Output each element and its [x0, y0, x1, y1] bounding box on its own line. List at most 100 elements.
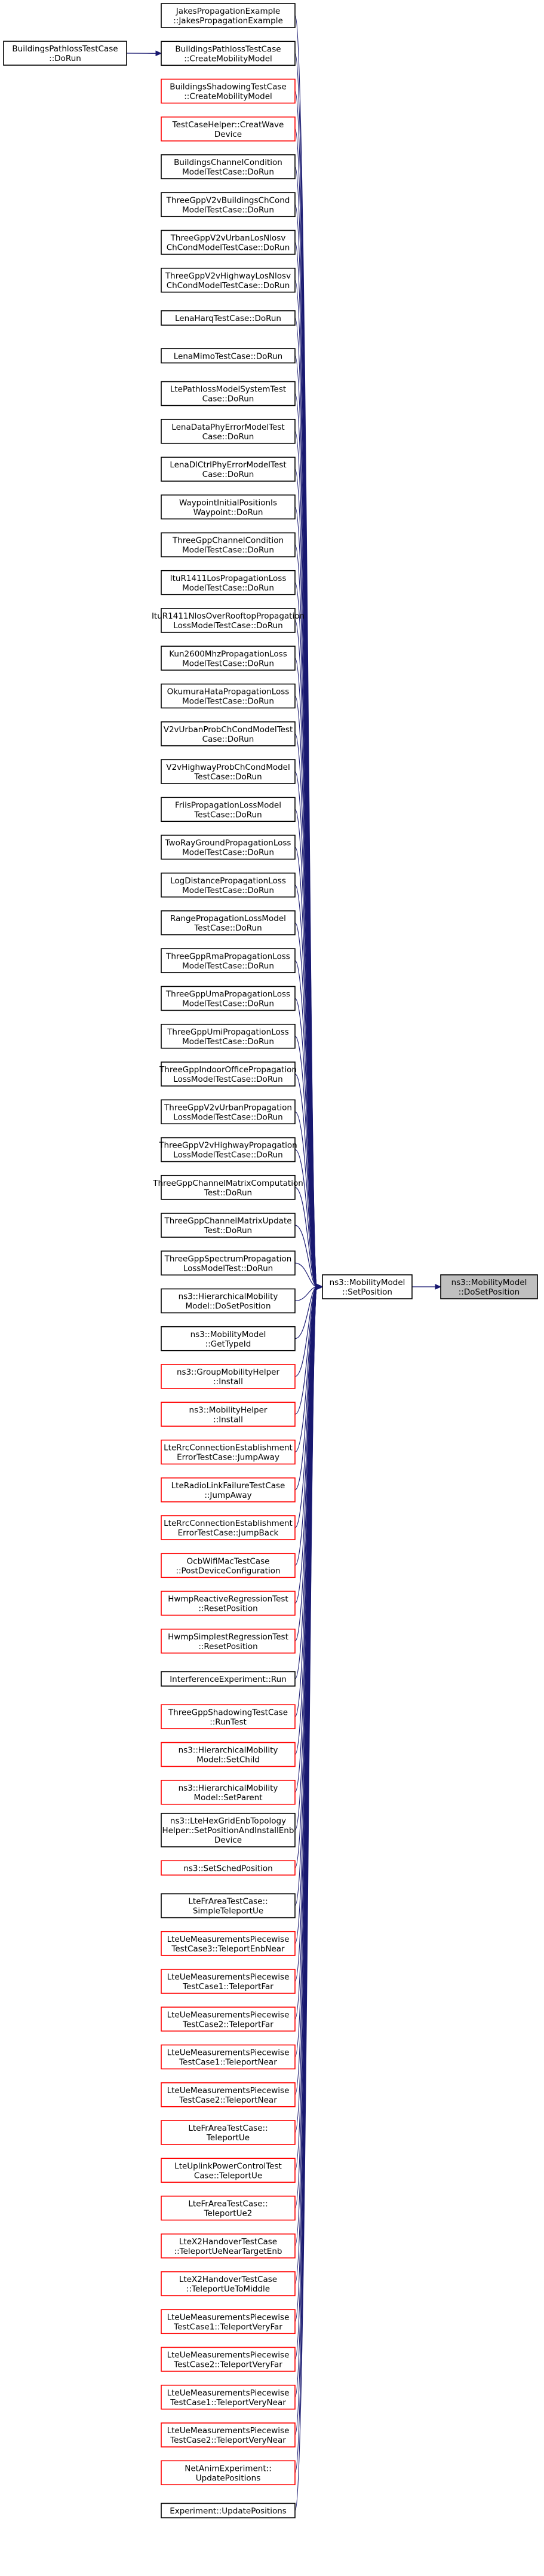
caller-node-threegppv2vhighwaypropagation-lossmodeltestcase-dorun[interactable]: ThreeGppV2vHighwayPropagationLossModelTe… — [158, 1137, 297, 1162]
focus-node-dosetposition[interactable]: ns3::MobilityModel::DoSetPosition — [440, 1274, 538, 1299]
node-box — [161, 797, 296, 822]
caller-node-lteuemeasurementspiecewise-testcase2-teleportnear[interactable]: LteUeMeasurementsPiecewiseTestCase2::Tel… — [161, 2082, 296, 2107]
caller-node-buildingsshadowingtestcase-createmobilitymodel[interactable]: BuildingsShadowingTestCase::CreateMobili… — [161, 78, 296, 104]
node-box — [161, 645, 296, 671]
caller-node-buildingschannelcondition-modeltestcase-dorun[interactable]: BuildingsChannelConditionModelTestCase::… — [161, 154, 296, 179]
node-label: ::JakesPropagationExample — [173, 16, 283, 26]
caller-node-lenamimotestcase-dorun[interactable]: LenaMimoTestCase::DoRun — [161, 348, 296, 364]
node-label: LossModelTestCase::DoRun — [173, 621, 282, 631]
caller-node-lterrcconnectionestablishment-errortestcase-jumpback[interactable]: LteRrcConnectionEstablishmentErrorTestCa… — [161, 1515, 296, 1540]
caller-node-ns3-groupmobilityhelper-install[interactable]: ns3::GroupMobilityHelper::Install — [161, 1364, 296, 1389]
caller-node-threegppv2vbuildingschcond-modeltestcase-dorun[interactable]: ThreeGppV2vBuildingsChCondModelTestCase:… — [161, 192, 296, 218]
caller-node-lteuemeasurementspiecewise-testcase2-teleportfar[interactable]: LteUeMeasurementsPiecewiseTestCase2::Tel… — [161, 2006, 296, 2032]
node-box — [161, 1477, 296, 1503]
caller-node-ltefrareatestcase-teleportue2[interactable]: LteFrAreaTestCase::TeleportUe2 — [161, 2195, 296, 2221]
function-nodes: JakesPropagationExample::JakesPropagatio… — [3, 3, 538, 2519]
caller-node-threegppchannelcondition-modeltestcase-dorun[interactable]: ThreeGppChannelConditionModelTestCase::D… — [161, 532, 296, 558]
node-label: BuildingsChannelCondition — [174, 158, 282, 167]
node-box — [161, 457, 296, 482]
caller-node-threegppv2vhighwaylosnlosv-chcondmodeltestcase-dorun[interactable]: ThreeGppV2vHighwayLosNlosvChCondModelTes… — [161, 267, 296, 293]
node-label: TestCase2::TeleportVeryNear — [170, 2436, 286, 2445]
caller-node-threegppv2vurbanpropagation-lossmodeltestcase-dorun[interactable]: ThreeGppV2vUrbanPropagationLossModelTest… — [161, 1099, 296, 1125]
caller-node-ltex2handovertestcase-teleportuetomiddle[interactable]: LteX2HandoverTestCase::TeleportUeToMiddl… — [161, 2271, 296, 2296]
caller-node-threegppumapropagationloss-modeltestcase-dorun[interactable]: ThreeGppUmaPropagationLossModelTestCase:… — [161, 986, 296, 1011]
node-label: LenaHarqTestCase::DoRun — [175, 314, 281, 323]
caller-node-itur1411lospropagationloss-modeltestcase-dorun[interactable]: ItuR1411LosPropagationLossModelTestCase:… — [161, 570, 296, 595]
caller-node-interferenceexperiment-run[interactable]: InterferenceExperiment::Run — [161, 1671, 296, 1687]
node-label: ::RunTest — [210, 1717, 247, 1727]
caller-node-netanimexperiment-updatepositions[interactable]: NetAnimExperiment::UpdatePositions — [161, 2460, 296, 2486]
caller-node-lteuemeasurementspiecewise-testcase1-teleportnear[interactable]: LteUeMeasurementsPiecewiseTestCase1::Tel… — [161, 2044, 296, 2070]
caller-node-ns3-setschedposition[interactable]: ns3::SetSchedPosition — [161, 1860, 296, 1876]
caller-node-jakespropagationexample-jakespropagationexample[interactable]: JakesPropagationExample::JakesPropagatio… — [161, 3, 296, 28]
caller-node-lteuemeasurementspiecewise-testcase3-teleportenbnear[interactable]: LteUeMeasurementsPiecewiseTestCase3::Tel… — [161, 1931, 296, 1956]
caller-node-ltex2handovertestcase-teleportueneartargetenb[interactable]: LteX2HandoverTestCase::TeleportUeNearTar… — [161, 2233, 296, 2259]
caller-node-hwmpsimplestregressiontest-resetposition[interactable]: HwmpSimplestRegressionTest::ResetPositio… — [161, 1628, 296, 1654]
caller-node-hwmpreactiveregressiontest-resetposition[interactable]: HwmpReactiveRegressionTest::ResetPositio… — [161, 1590, 296, 1616]
caller-node-experiment-updatepositions[interactable]: Experiment::UpdatePositions — [161, 2502, 296, 2519]
caller-node-okumurahatapropagationloss-modeltestcase-dorun[interactable]: OkumuraHataPropagationLossModelTestCase:… — [161, 683, 296, 709]
caller-node-lteuemeasurementspiecewise-testcase1-teleportveryfar[interactable]: LteUeMeasurementsPiecewiseTestCase1::Tel… — [161, 2309, 296, 2335]
node-label: TestCase2::TeleportNear — [179, 2095, 277, 2105]
caller-node-ltefrareatestcase-teleportue[interactable]: LteFrAreaTestCase::TeleportUe — [161, 2120, 296, 2145]
caller-node-threegppv2vurbanlosnlosv-chcondmodeltestcase-dorun[interactable]: ThreeGppV2vUrbanLosNlosvChCondModelTestC… — [161, 230, 296, 255]
node-label: ThreeGppV2vUrbanLosNlosv — [170, 234, 286, 243]
caller-node-ns3-ltehexgridenbtopology-helper-setpositionandinstallenb-device[interactable]: ns3::LteHexGridEnbTopologyHelper::SetPos… — [161, 1813, 296, 1847]
caller-node-lteuemeasurementspiecewise-testcase2-teleportveryfar[interactable]: LteUeMeasurementsPiecewiseTestCase2::Tel… — [161, 2346, 296, 2372]
node-box — [161, 418, 296, 444]
node-label: Experiment::UpdatePositions — [170, 2507, 287, 2516]
caller-node-tworaygroundpropagationloss-modeltestcase-dorun[interactable]: TwoRayGroundPropagationLossModelTestCase… — [161, 834, 296, 860]
node-label: Case::DoRun — [202, 735, 254, 744]
node-label: ThreeGppIndoorOfficePropagation — [159, 1065, 297, 1075]
node-label: ::TeleportUeNearTargetEnb — [174, 2247, 282, 2256]
caller-node-buildingspathlosstestcase-createmobilitymodel[interactable]: BuildingsPathlossTestCase::CreateMobilit… — [161, 41, 296, 66]
node-box — [161, 986, 296, 1011]
caller-node-threegppspectrumpropagation-lossmodeltest-dorun[interactable]: ThreeGppSpectrumPropagationLossModelTest… — [161, 1250, 296, 1276]
caller-node-lenaharqtestcase-dorun[interactable]: LenaHarqTestCase::DoRun — [161, 310, 296, 326]
node-label: LteUeMeasurementsPiecewise — [167, 2048, 290, 2058]
caller-node-ocbwifimactestcase-postdeviceconfiguration[interactable]: OcbWifiMacTestCase::PostDeviceConfigurat… — [161, 1553, 296, 1578]
node-label: ThreeGppChannelCondition — [172, 536, 284, 546]
caller-node-threegppumipropagationloss-modeltestcase-dorun[interactable]: ThreeGppUmiPropagationLossModelTestCase:… — [161, 1023, 296, 1049]
caller-node-lteuemeasurementspiecewise-testcase2-teleportverynear[interactable]: LteUeMeasurementsPiecewiseTestCase2::Tel… — [161, 2422, 296, 2447]
caller-node-buildingspathlosstestcase-dorun[interactable]: BuildingsPathlossTestCase::DoRun — [3, 41, 127, 66]
caller-node-ns3-hierarchicalmobility-model-dosetposition[interactable]: ns3::HierarchicalMobilityModel::DoSetPos… — [161, 1288, 296, 1314]
caller-node-lteuplinkpowercontroltest-case-teleportue[interactable]: LteUplinkPowerControlTestCase::TeleportU… — [161, 2158, 296, 2183]
node-box — [161, 2384, 296, 2410]
node-label: Test::DoRun — [204, 1226, 252, 1235]
caller-node-threegppchannelmatrixcomputation-test-dorun[interactable]: ThreeGppChannelMatrixComputationTest::Do… — [152, 1174, 303, 1200]
caller-node-lterrcconnectionestablishment-errortestcase-jumpaway[interactable]: LteRrcConnectionEstablishmentErrorTestCa… — [161, 1439, 296, 1465]
caller-node-logdistancepropagationloss-modeltestcase-dorun[interactable]: LogDistancePropagationLossModelTestCase:… — [161, 872, 296, 898]
node-label: ModelTestCase::DoRun — [182, 546, 274, 555]
caller-node-ns3-hierarchicalmobility-model-setparent[interactable]: ns3::HierarchicalMobilityModel::SetParen… — [161, 1779, 296, 1805]
node-label: ThreeGppV2vUrbanPropagation — [164, 1103, 292, 1112]
caller-node-ns3-mobilityhelper-install[interactable]: ns3::MobilityHelper::Install — [161, 1402, 296, 1427]
caller-node-lteuemeasurementspiecewise-testcase1-teleportverynear[interactable]: LteUeMeasurementsPiecewiseTestCase1::Tel… — [161, 2384, 296, 2410]
caller-node-lteradiolinkfailuretestcase-jumpaway[interactable]: LteRadioLinkFailureTestCase::JumpAway — [161, 1477, 296, 1503]
caller-node-threegppshadowingtestcase-runtest[interactable]: ThreeGppShadowingTestCase::RunTest — [161, 1704, 296, 1730]
caller-node-threegppindoorofficepropagation-lossmodeltestcase-dorun[interactable]: ThreeGppIndoorOfficePropagationLossModel… — [159, 1061, 297, 1087]
node-label: ModelTestCase::DoRun — [182, 583, 274, 593]
caller-node-ltefrareatestcase-simpleteleportue[interactable]: LteFrAreaTestCase::SimpleTeleportUe — [161, 1893, 296, 1919]
node-label: LteUeMeasurementsPiecewise — [167, 2351, 290, 2360]
hub-node-setposition[interactable]: ns3::MobilityModel::SetPosition — [322, 1274, 413, 1299]
node-label: ItuR1411NlosOverRooftopPropagation — [152, 611, 305, 621]
node-label: ::Install — [213, 1415, 243, 1424]
caller-node-lteuemeasurementspiecewise-testcase1-teleportfar[interactable]: LteUeMeasurementsPiecewiseTestCase1::Tel… — [161, 1969, 296, 1994]
caller-node-ns3-mobilitymodel-gettypeid[interactable]: ns3::MobilityModel::GetTypeId — [161, 1326, 296, 1351]
caller-node-threegpprmapropagationloss-modeltestcase-dorun[interactable]: ThreeGppRmaPropagationLossModelTestCase:… — [161, 948, 296, 974]
caller-node-kun2600mhzpropagationloss-modeltestcase-dorun[interactable]: Kun2600MhzPropagationLossModelTestCase::… — [161, 645, 296, 671]
caller-node-itur1411nlosoverrooftoppropagation-lossmodeltestcase-dorun[interactable]: ItuR1411NlosOverRooftopPropagationLossMo… — [152, 608, 305, 633]
node-box — [161, 910, 296, 935]
